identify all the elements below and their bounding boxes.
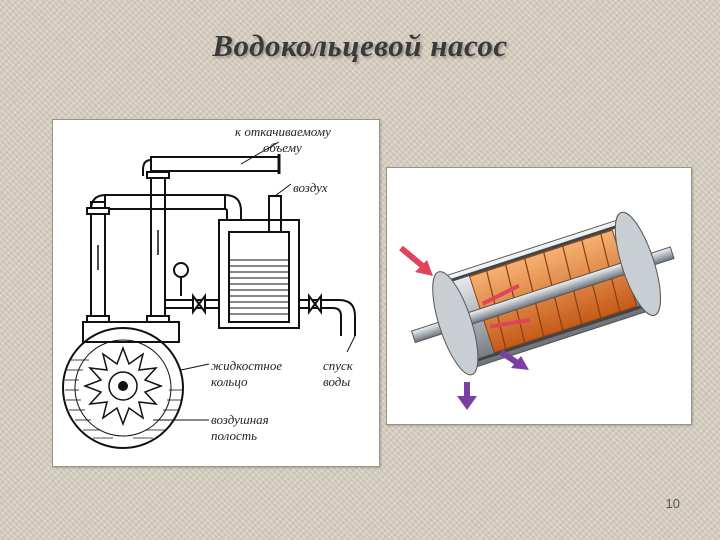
inlet-arrow	[399, 245, 433, 276]
label-water-drain-line1: спуск	[323, 358, 354, 373]
label-evacuated-volume-line2: объему	[263, 140, 302, 155]
separator-tank	[218, 219, 300, 329]
end-plate-right	[614, 211, 661, 316]
label-evacuated-volume-line1: к откачиваемому	[235, 124, 331, 139]
label-liquid-ring-line1: жидкостное	[211, 358, 282, 373]
suction-pipe-top	[150, 156, 280, 172]
tank-liquid	[230, 259, 288, 315]
end-plate-left	[432, 271, 479, 376]
label-water-drain-line2: воды	[323, 374, 350, 389]
page-number: 10	[665, 496, 680, 511]
liquid-ring-pump-schematic: к откачиваемому объему воздух жидкостное…	[62, 124, 356, 449]
label-air: воздух	[293, 180, 328, 195]
slide-title: Водокольцевой насос	[212, 28, 508, 63]
label-air-cavity-line1: воздушная	[211, 412, 269, 427]
schematic-diagram-panel: к откачиваемому объему воздух жидкостное…	[52, 119, 380, 467]
liquid-ring-boundary	[74, 339, 172, 437]
label-liquid-ring-line2: кольцо	[211, 374, 248, 389]
outlet-arrow-right	[499, 349, 529, 370]
cutaway-illustration-panel	[386, 167, 692, 425]
tank-inner	[228, 231, 290, 323]
pump-casing	[62, 327, 184, 449]
outlet-arrow-down	[457, 382, 477, 410]
label-air-cavity-line2: полость	[211, 428, 257, 443]
shaft	[410, 246, 675, 344]
impeller	[82, 345, 164, 427]
pump-cutaway-illustration	[399, 211, 675, 410]
